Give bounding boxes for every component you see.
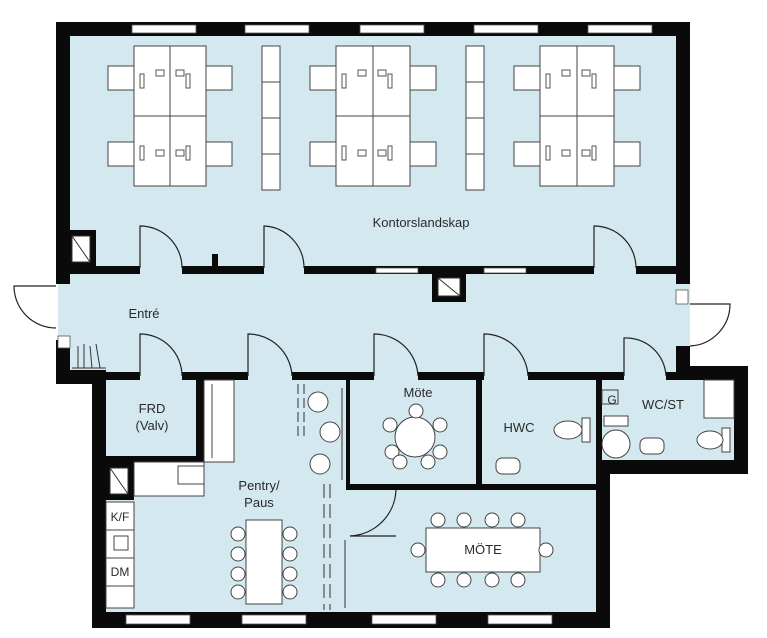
label-entrance: Entré (128, 306, 159, 321)
label-wcst: WC/ST (642, 397, 684, 412)
desk-clusters (107, 45, 641, 191)
door-swings (13, 225, 731, 537)
label-hwc: HWC (503, 420, 534, 435)
label-pantry-line1: Pentry/ (238, 478, 280, 493)
coat-hooks (72, 343, 106, 369)
lounge-chairs (307, 391, 341, 475)
label-office: Kontorslandskap (373, 215, 470, 230)
toilets (495, 379, 735, 475)
label-kf: K/F (111, 510, 130, 524)
windows (57, 24, 689, 625)
monitors (139, 69, 597, 161)
glass-partition (297, 384, 346, 610)
label-frd-line2: (Valv) (136, 418, 169, 433)
meeting-large-table (410, 512, 554, 588)
meeting-round-table (382, 403, 448, 470)
label-g: G (607, 393, 616, 407)
shafts (71, 235, 461, 495)
kitchen (105, 379, 235, 609)
pantry-table (230, 519, 298, 605)
label-dm: DM (111, 565, 130, 579)
label-pantry-line2: Paus (244, 495, 274, 510)
label-meeting-large: MÖTE (464, 542, 502, 557)
label-frd-line1: FRD (139, 401, 166, 416)
label-meeting-small: Möte (404, 385, 433, 400)
